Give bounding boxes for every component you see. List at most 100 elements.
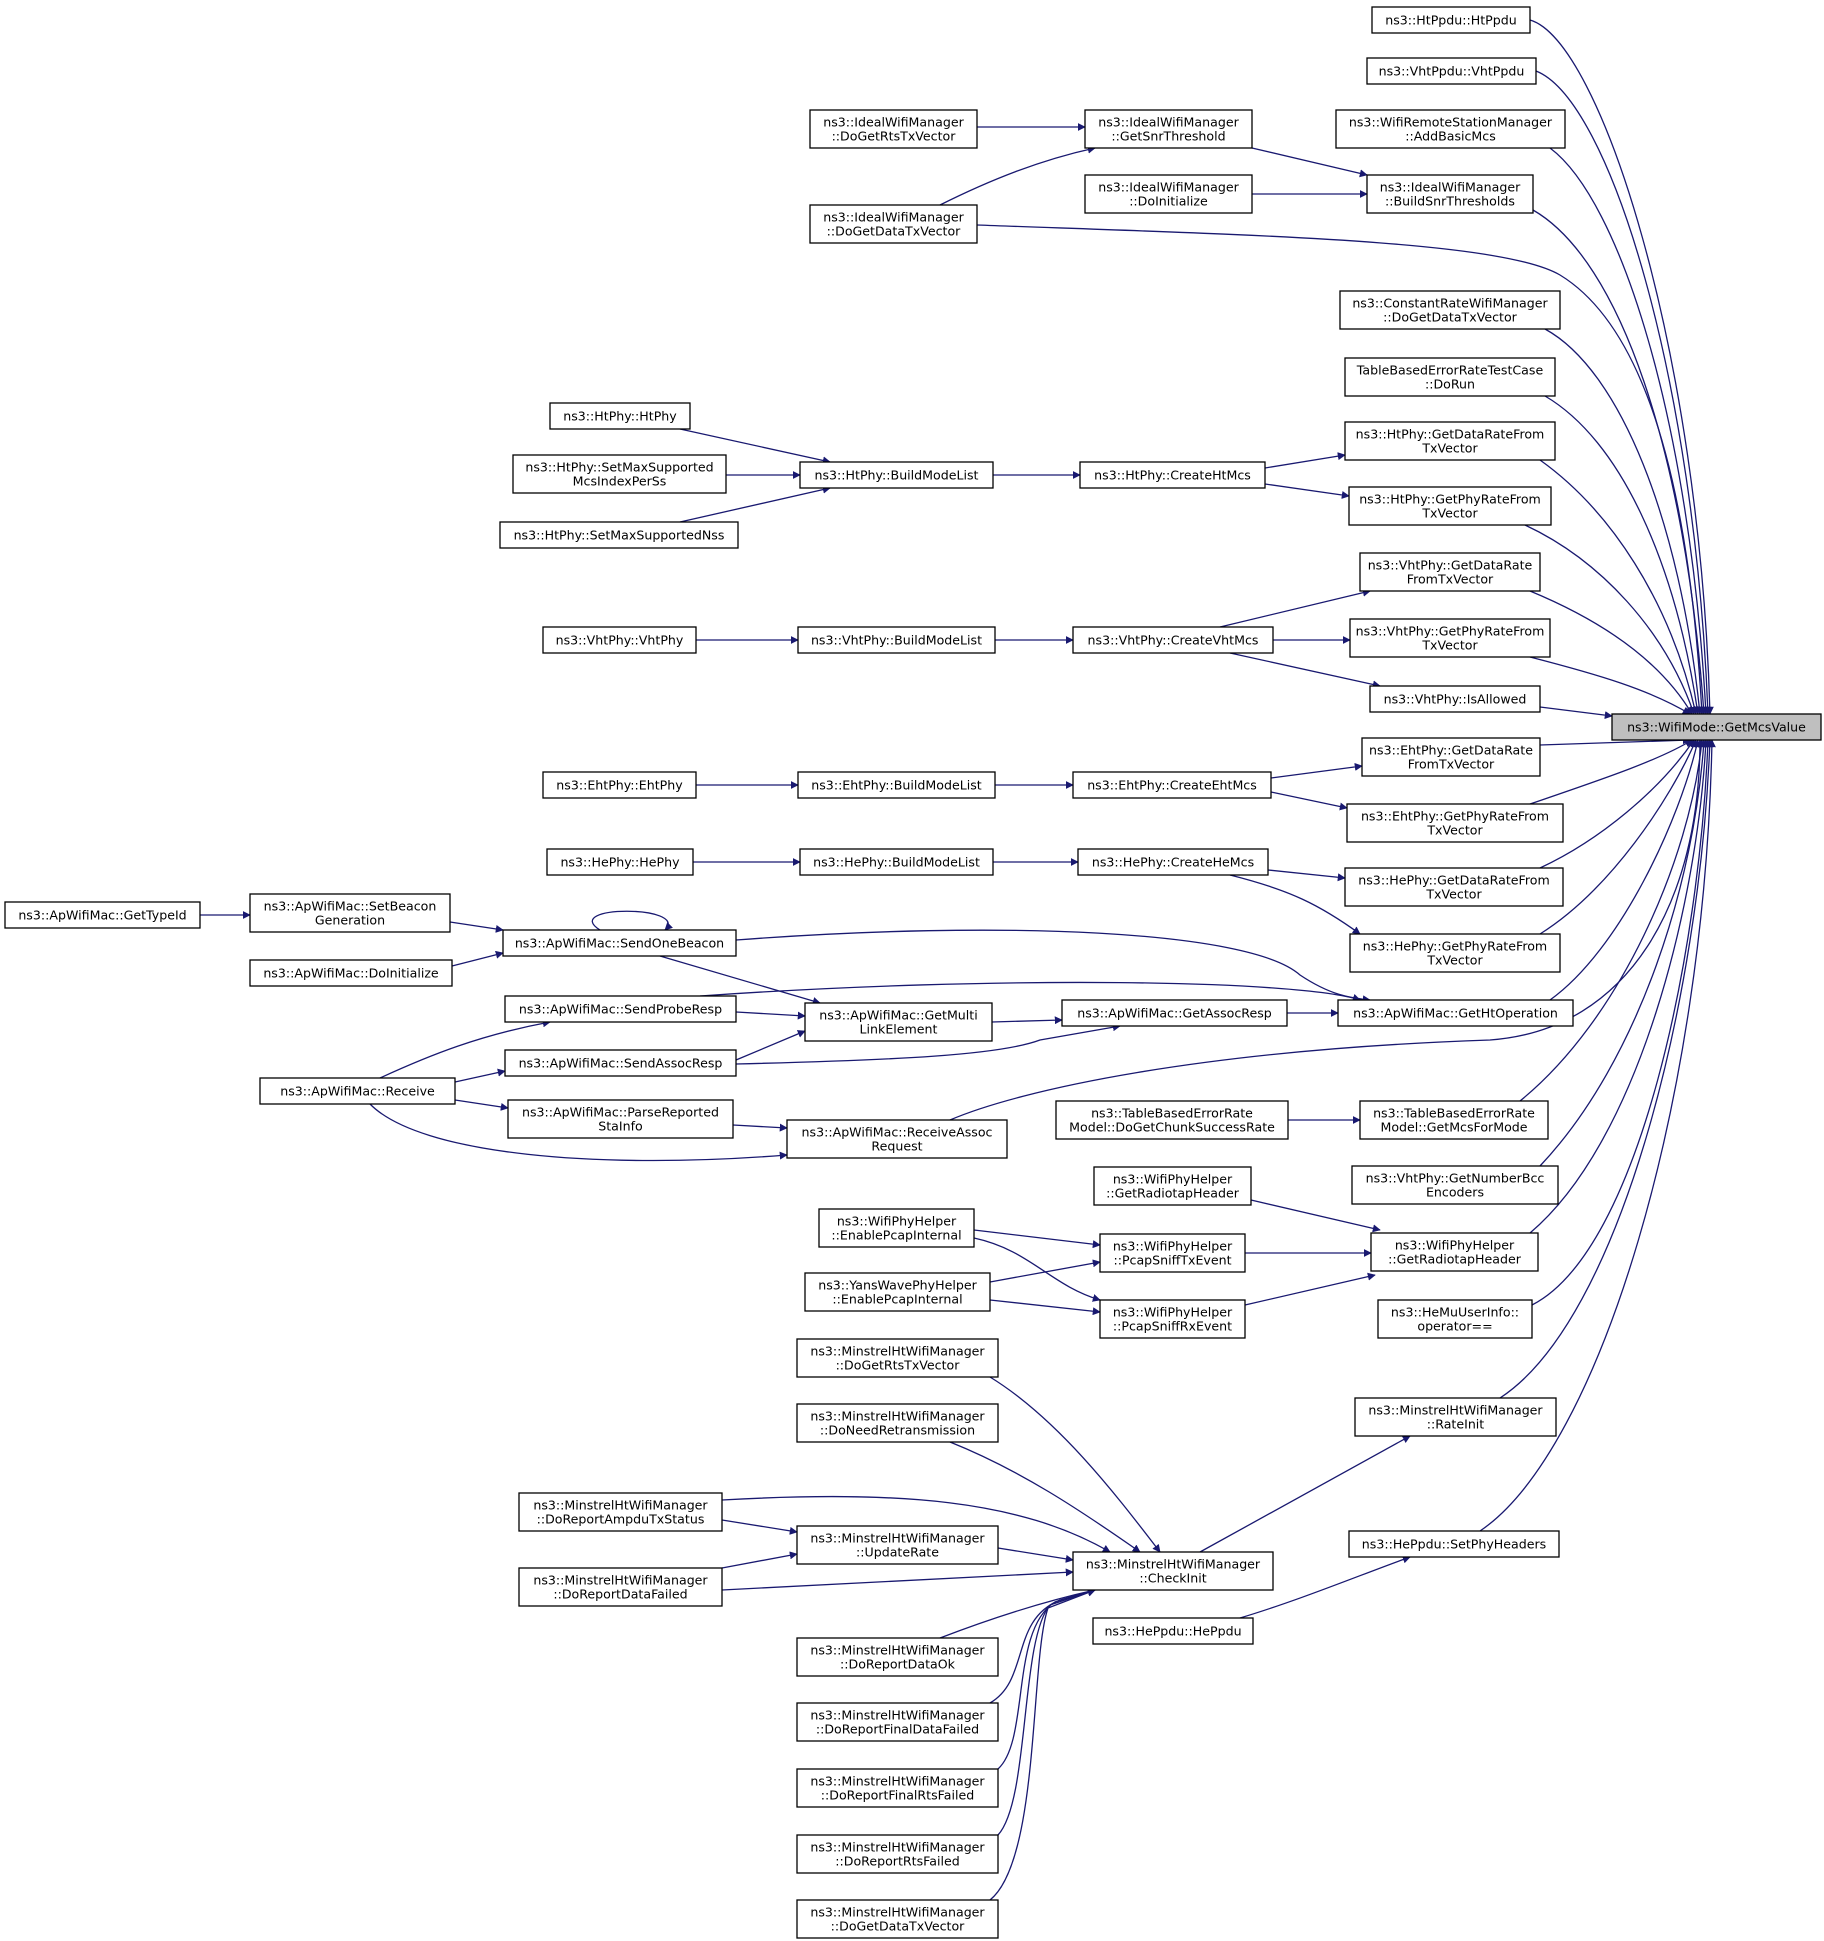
node-label: ns3::HtPhy::HtPhy [563,409,677,424]
node-ideal_init[interactable]: ns3::IdealWifiManager::DoInitialize [1084,174,1253,214]
node-ideal_build[interactable]: ns3::IdealWifiManager::BuildSnrThreshold… [1366,174,1534,214]
edge-line [989,1299,1101,1316]
node-wph_radio_r[interactable]: ns3::WifiPhyHelper::GetRadiotapHeader [1370,1232,1539,1272]
node-ht_setnss[interactable]: ns3::HtPhy::SetMaxSupportedNss [499,521,739,549]
target-node[interactable]: ns3::WifiMode::GetMcsValue [1611,713,1822,741]
edge-heppdu_set-to-target [1479,739,1716,1532]
node-he_bml[interactable]: ns3::HePhy::BuildModeList [799,848,994,876]
node-ap_probe[interactable]: ns3::ApWifiMac::SendProbeResp [504,995,737,1023]
node-label: ns3::IdealWifiManager [1380,180,1521,195]
node-ht_bml[interactable]: ns3::HtPhy::BuildModeList [799,461,994,489]
node-label: ns3::MinstrelHtWifiManager [810,1708,985,1723]
node-heppdu_set[interactable]: ns3::HePpdu::SetPhyHeaders [1348,1530,1560,1558]
node-box [796,1525,999,1565]
node-mht_rtsfail[interactable]: ns3::MinstrelHtWifiManager::DoReportRtsF… [796,1834,999,1874]
node-wph_tx[interactable]: ns3::WifiPhyHelper::PcapSniffTxEvent [1099,1233,1246,1273]
node-addbasicmcs[interactable]: ns3::WifiRemoteStationManager::AddBasicM… [1335,109,1566,149]
node-ideal_rts[interactable]: ns3::IdealWifiManager::DoGetRtsTxVector [809,109,978,149]
node-vht_create[interactable]: ns3::VhtPhy::CreateVhtMcs [1072,626,1274,654]
node-label: LinkElement [860,1022,938,1037]
node-label: ns3::HtPhy::SetMaxSupportedNss [514,528,725,543]
node-hemu_op[interactable]: ns3::HeMuUserInfo::operator== [1377,1299,1533,1339]
node-ap_doinit[interactable]: ns3::ApWifiMac::DoInitialize [249,959,453,987]
node-mht_finaldata[interactable]: ns3::MinstrelHtWifiManager::DoReportFina… [796,1702,999,1742]
node-tb_chunk[interactable]: ns3::TableBasedErrorRateModel::DoGetChun… [1055,1100,1289,1140]
node-he_hephy[interactable]: ns3::HePhy::HePhy [546,848,694,876]
edge-mht_rts-to-mht_checkinit [989,1376,1161,1553]
node-ideal_data[interactable]: ns3::IdealWifiManager::DoGetDataTxVector [809,204,978,244]
node-mht_finalrts[interactable]: ns3::MinstrelHtWifiManager::DoReportFina… [796,1768,999,1808]
node-mht_checkinit[interactable]: ns3::MinstrelHtWifiManager::CheckInit [1072,1551,1274,1591]
node-heppdu_ctor[interactable]: ns3::HePpdu::HePpdu [1092,1617,1254,1645]
node-wph_rx[interactable]: ns3::WifiPhyHelper::PcapSniffRxEvent [1099,1299,1246,1339]
node-ap_gettypeid[interactable]: ns3::ApWifiMac::GetTypeId [4,901,201,929]
node-ap_assocresp[interactable]: ns3::ApWifiMac::GetAssocResp [1061,999,1288,1027]
node-mht_datatx[interactable]: ns3::MinstrelHtWifiManager::DoGetDataTxV… [796,1899,999,1939]
edge-line [1539,739,1708,1167]
node-mht_rateinit[interactable]: ns3::MinstrelHtWifiManager::RateInit [1354,1397,1557,1437]
node-box [249,893,451,933]
edge-mht_datafail-to-mht_update [721,1551,798,1569]
node-vht_allowed[interactable]: ns3::VhtPhy::IsAllowed [1369,685,1541,713]
node-tb_getmcs[interactable]: ns3::TableBasedErrorRateModel::GetMcsFor… [1359,1100,1549,1140]
node-ht_create[interactable]: ns3::HtPhy::CreateHtMcs [1079,461,1266,489]
node-ap_receive[interactable]: ns3::ApWifiMac::Receive [259,1077,456,1105]
node-label: ns3::MinstrelHtWifiManager [810,1531,985,1546]
node-vht_vhtphy[interactable]: ns3::VhtPhy::VhtPhy [542,626,697,654]
node-eht_ehtphy[interactable]: ns3::EhtPhy::EhtPhy [542,771,697,799]
node-wph_enable[interactable]: ns3::WifiPhyHelper::EnablePcapInternal [818,1208,975,1248]
node-ap_htop[interactable]: ns3::ApWifiMac::GetHtOperation [1337,999,1574,1027]
node-ideal_getsnr[interactable]: ns3::IdealWifiManager::GetSnrThreshold [1084,109,1253,149]
edge-mht_dataok-to-mht_checkinit [939,1587,1096,1639]
node-label: ns3::ApWifiMac::SetBeacon [264,899,437,914]
node-mht_datafail[interactable]: ns3::MinstrelHtWifiManager::DoReportData… [518,1567,723,1607]
edge-line [989,1376,1161,1553]
node-mht_rts[interactable]: ns3::MinstrelHtWifiManager::DoGetRtsTxVe… [796,1338,999,1378]
edge-mht_checkinit-to-mht_rateinit [1199,1435,1411,1553]
node-yans_enable[interactable]: ns3::YansWavePhyHelper::EnablePcapIntern… [804,1272,991,1312]
node-label: McsIndexPerSs [573,474,667,489]
node-box [1072,626,1274,654]
node-label: Request [871,1139,922,1154]
node-mht_needretx[interactable]: ns3::MinstrelHtWifiManager::DoNeedRetran… [796,1403,999,1443]
node-box [518,1567,723,1607]
node-vht_bml[interactable]: ns3::VhtPhy::BuildModeList [797,626,996,654]
node-box [1349,618,1551,658]
node-tablerun[interactable]: TableBasedErrorRateTestCase::DoRun [1344,357,1556,397]
node-box [1349,933,1561,973]
edge-eht_gdr-to-target [1539,736,1691,746]
node-eht_create[interactable]: ns3::EhtPhy::CreateEhtMcs [1072,771,1272,799]
node-mht_dataok[interactable]: ns3::MinstrelHtWifiManager::DoReportData… [796,1637,999,1677]
node-label: ns3::MinstrelHtWifiManager [810,1905,985,1920]
node-eht_bml[interactable]: ns3::EhtPhy::BuildModeList [797,771,996,799]
node-htppdu[interactable]: ns3::HtPpdu::HtPpdu [1371,6,1531,34]
node-mht_update[interactable]: ns3::MinstrelHtWifiManager::UpdateRate [796,1525,999,1565]
edge-ht_gdr-to-target [1539,459,1699,715]
node-vhtppdu[interactable]: ns3::VhtPpdu::VhtPpdu [1366,57,1537,85]
edge-ht_gpr-to-target [1524,524,1696,715]
node-label: ns3::WifiPhyHelper [1113,1239,1233,1254]
node-ap_sendassoc[interactable]: ns3::ApWifiMac::SendAssocResp [504,1049,737,1077]
node-constrate[interactable]: ns3::ConstantRateWifiManager::DoGetDataT… [1339,290,1561,330]
node-mht_ampdu[interactable]: ns3::MinstrelHtWifiManager::DoReportAmpd… [518,1492,723,1532]
node-he_create[interactable]: ns3::HePhy::CreateHeMcs [1077,848,1269,876]
node-ht_htphy[interactable]: ns3::HtPhy::HtPhy [549,402,691,430]
node-wph_radio_l[interactable]: ns3::WifiPhyHelper::GetRadiotapHeader [1093,1166,1252,1206]
node-ap_sendbeacon[interactable]: ns3::ApWifiMac::SendOneBeacon [502,929,737,957]
node-box [504,1049,737,1077]
edge-ht_htphy-to-ht_bml [679,428,831,465]
